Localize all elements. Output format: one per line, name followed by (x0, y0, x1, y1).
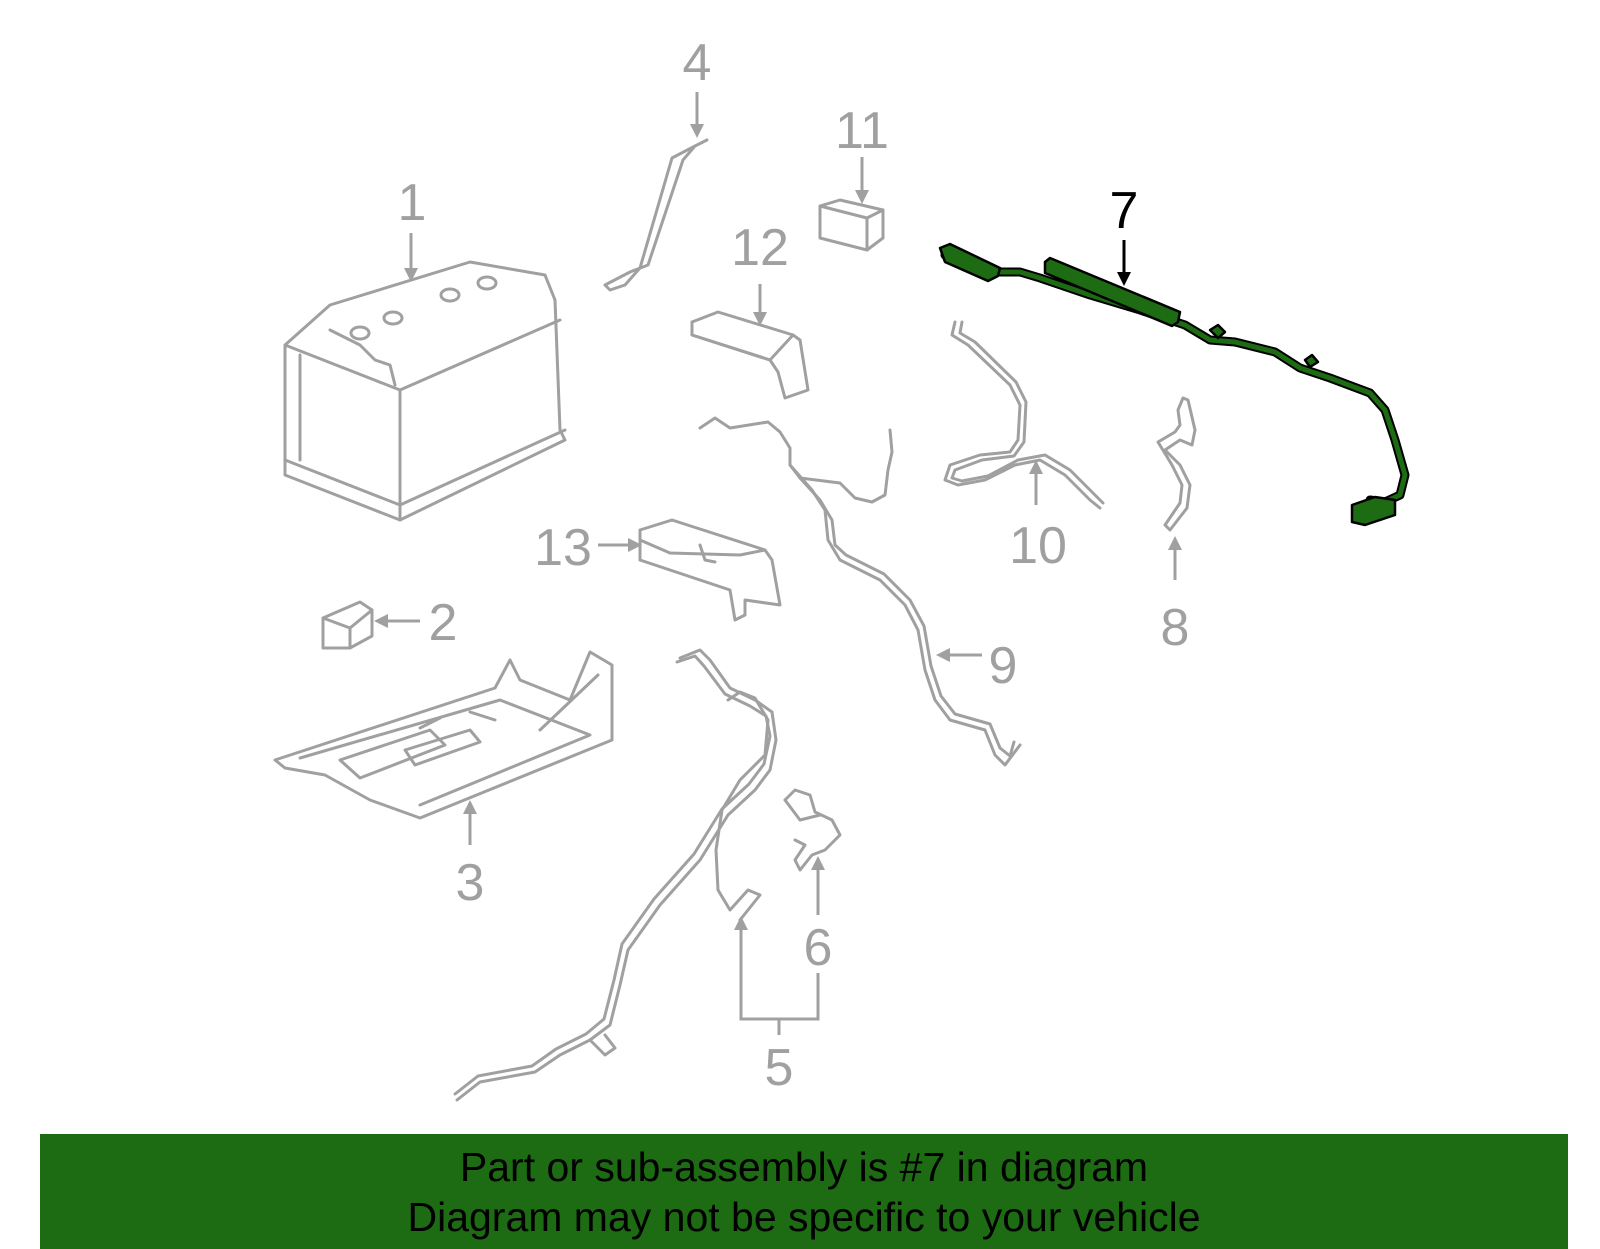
part-8-bracket (1156, 396, 1197, 532)
info-banner: Part or sub-assembly is #7 in diagram Di… (40, 1134, 1568, 1249)
leader-4 (690, 92, 704, 138)
leader-12 (753, 284, 767, 326)
leader-13 (598, 538, 642, 552)
part-11-clip (818, 198, 885, 252)
part-3-tray (273, 650, 614, 820)
part-1-battery (283, 260, 567, 522)
callout-5: 5 (765, 1039, 794, 1097)
leader-6 (811, 856, 825, 915)
leader-7 (1117, 240, 1131, 286)
leader-1 (404, 233, 418, 282)
callout-3: 3 (456, 854, 485, 912)
callout-10: 10 (1009, 517, 1067, 575)
callout-11: 11 (835, 102, 889, 160)
callout-1: 1 (398, 174, 427, 232)
part-4-bracket (603, 138, 709, 292)
callout-7: 7 (1110, 182, 1139, 240)
banner-line-2: Diagram may not be specific to your vehi… (407, 1194, 1201, 1240)
callout-6: 6 (804, 919, 833, 977)
part-7-cable-highlighted (938, 242, 1410, 527)
callout-9: 9 (989, 637, 1018, 695)
leader-8 (1168, 536, 1182, 580)
part-5-cable (453, 648, 778, 1102)
callout-2: 2 (429, 594, 458, 652)
leader-2 (374, 614, 420, 628)
part-2-block (321, 600, 374, 650)
part-10-cable (943, 320, 1105, 510)
callout-12: 12 (731, 219, 789, 277)
part-9-cable (698, 416, 1022, 767)
leader-10 (1029, 460, 1043, 505)
leader-9 (936, 648, 982, 662)
leader-3 (463, 800, 477, 845)
banner-line-1: Part or sub-assembly is #7 in diagram (459, 1144, 1149, 1190)
part-6-cable (714, 690, 842, 922)
part-13-cover (638, 518, 782, 622)
callout-13: 13 (534, 519, 592, 577)
part-12-cover (690, 310, 810, 400)
leader-5 (734, 916, 820, 1035)
callout-8: 8 (1161, 599, 1190, 657)
leader-11 (855, 157, 869, 204)
callout-4: 4 (683, 34, 712, 92)
